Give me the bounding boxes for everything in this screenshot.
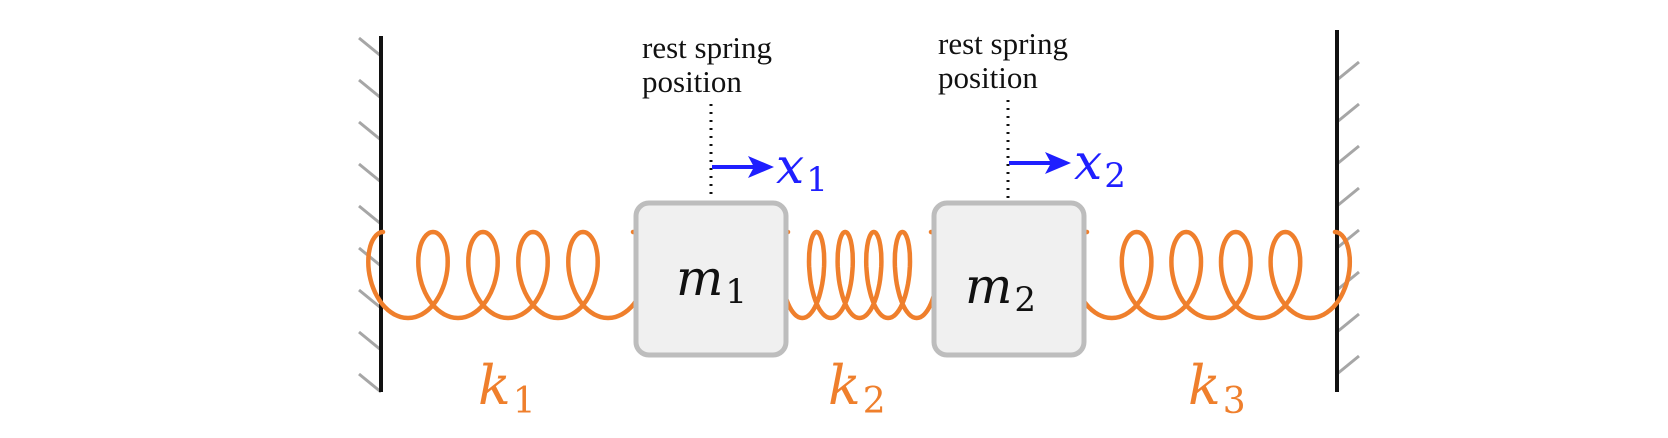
hatch-line <box>358 120 382 142</box>
displacement-x1: x1 <box>712 137 828 200</box>
rest-position-1-line2: position <box>642 64 742 99</box>
mass-m2-box <box>931 200 1087 358</box>
right-wall <box>1335 30 1360 392</box>
left-wall <box>358 36 383 394</box>
rest-position-2-line2: position <box>938 60 1038 95</box>
mass-m2: m2 <box>931 200 1087 358</box>
mass-m1: m1 <box>633 200 789 358</box>
mass-m1-box <box>633 200 789 358</box>
hatch-line <box>358 330 382 352</box>
left-wall-hatch <box>358 36 382 394</box>
hatch-line <box>358 288 382 310</box>
hatch-line <box>358 372 382 394</box>
spring-k3 <box>1069 229 1353 321</box>
rest-position-2: rest spring position <box>938 26 1068 198</box>
displacement-x2: x2 <box>1009 133 1126 196</box>
hatch-line <box>358 204 382 226</box>
displacement-x2-arrowhead <box>1045 152 1071 174</box>
mass-m2-label: m2 <box>965 257 1036 320</box>
hatch-line <box>358 78 382 100</box>
hatch-line <box>1336 228 1360 250</box>
displacement-x2-label: x2 <box>1074 133 1126 196</box>
spring-k2-label: k2 <box>828 354 886 422</box>
mass-m1-label: m1 <box>676 249 747 312</box>
hatch-line <box>358 162 382 184</box>
displacement-x1-label: x1 <box>776 137 828 200</box>
hatch-line <box>1336 186 1360 208</box>
spring-k1-label: k1 <box>478 354 536 422</box>
hatch-line <box>358 36 382 58</box>
rest-position-1-line1: rest spring <box>642 30 772 65</box>
hatch-line <box>1336 354 1360 376</box>
spring-k2 <box>778 229 941 321</box>
rest-position-2-line1: rest spring <box>938 26 1068 61</box>
hatch-line <box>1336 144 1360 166</box>
rest-position-1: rest spring position <box>642 30 772 198</box>
hatch-line <box>1336 312 1360 334</box>
displacement-x1-arrowhead <box>748 156 774 178</box>
spring-k1 <box>366 229 650 321</box>
spring-k3-label: k3 <box>1188 354 1246 422</box>
right-wall-hatch <box>1336 60 1360 376</box>
hatch-line <box>1336 102 1360 124</box>
hatch-line <box>1336 60 1360 82</box>
